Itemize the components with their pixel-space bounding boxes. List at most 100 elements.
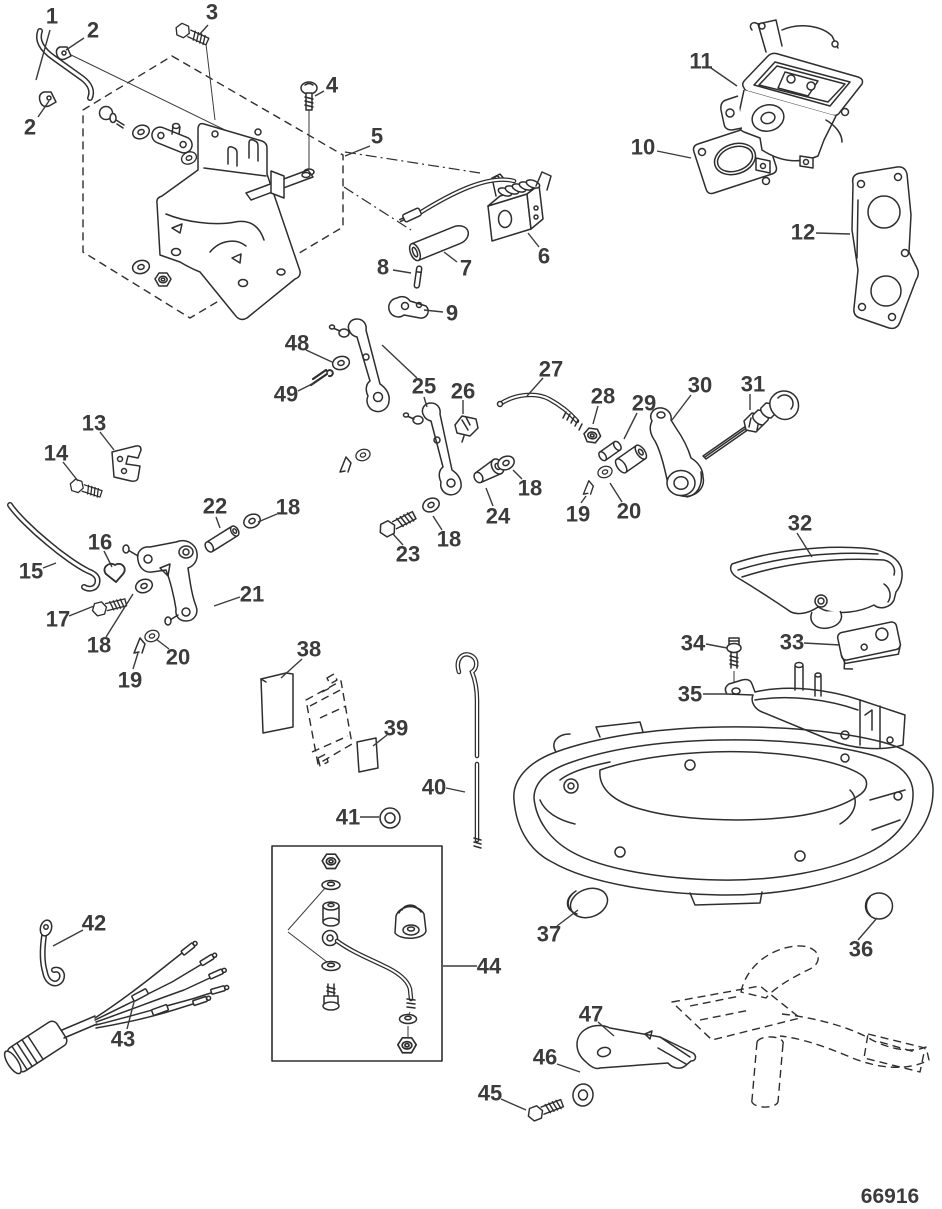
callout-number-29-34: 29: [632, 391, 656, 416]
callout-leader-17: [68, 605, 95, 617]
part-11-carburetor: [720, 19, 864, 174]
part-20-washer: [595, 463, 615, 481]
part-16-clip: [103, 562, 126, 583]
callout-leader-33: [803, 642, 841, 646]
part-18-washer: [419, 494, 443, 516]
part-23-bolt: [376, 508, 419, 540]
callout-number-17-17: 17: [46, 607, 70, 632]
callout-number-28-33: 28: [591, 384, 615, 409]
callout-leader-47: [597, 1021, 615, 1037]
callout-leader-34: [705, 643, 728, 649]
part-36-rubber-cap: [864, 892, 894, 920]
callout-leader-36: [857, 917, 878, 941]
tiller-bracket-outline: [671, 945, 930, 1108]
part-1-vent-tube: [36, 28, 95, 101]
callout-leader-24: [485, 487, 494, 507]
part-47-anchor-plate: [576, 1024, 697, 1070]
part-2-clamp: [55, 46, 72, 61]
callout-leader-48: [305, 349, 333, 363]
callout-number-36-41: 36: [849, 937, 873, 962]
callout-leader-4: [314, 90, 325, 97]
callout-number-23-24: 23: [396, 542, 420, 567]
part-28-nut: [582, 426, 603, 445]
callout-leader-20: [609, 482, 623, 503]
callout-leader-11: [710, 67, 738, 87]
part-2-clamp: [38, 91, 57, 108]
callout-number-39-44: 39: [384, 716, 408, 741]
callout-number-4-4: 4: [326, 73, 339, 98]
callout-leader-18: [432, 515, 443, 531]
part-25-lever-upper: [328, 318, 390, 413]
callout-number-6-6: 6: [538, 244, 550, 269]
part-13-bracket: [111, 445, 142, 482]
callout-leader-32: [796, 532, 813, 558]
callout-number-43-48: 43: [111, 1027, 135, 1052]
part-19-clip: [339, 456, 352, 473]
part-19-clip: [582, 480, 594, 495]
assembly-axis-line: [343, 186, 412, 231]
part-14-bolt: [67, 477, 104, 501]
assembly-axis-line: [344, 151, 481, 174]
part-31-idle-screw: [702, 390, 800, 460]
part-3-bolt: [172, 21, 211, 48]
part-18-washer: [133, 576, 155, 596]
part-32-latch-lever: [729, 546, 903, 630]
callout-number-8-8: 8: [377, 255, 389, 280]
callout-number-7-7: 7: [460, 256, 472, 281]
callout-number-32-37: 32: [788, 511, 812, 536]
callout-leader-22: [215, 516, 221, 529]
mount-bracket-assembly-box: [66, 43, 481, 319]
callout-leader-39: [372, 734, 388, 747]
part-10-gasket: [692, 123, 778, 195]
callout-number-20-20: 20: [166, 645, 190, 670]
part-21-lever: [122, 540, 198, 626]
part-25-lever-lower: [402, 402, 462, 496]
callout-number-46-51: 46: [533, 1045, 557, 1070]
callout-leader-7: [443, 251, 458, 263]
ecu-module-outline: [305, 673, 353, 767]
callout-number-9-9: 9: [446, 301, 458, 326]
callout-leader-38: [280, 658, 303, 679]
callout-number-26-31: 26: [451, 379, 475, 404]
callout-number-34-39: 34: [681, 631, 706, 656]
callout-leader-21: [213, 596, 241, 607]
part-46-washer: [572, 1083, 594, 1107]
callout-number-16-16: 16: [88, 530, 112, 555]
callout-leader-2: [65, 37, 85, 51]
callout-leader-5: [344, 145, 371, 157]
part-35-lower-bracket: [724, 661, 906, 750]
callout-number-18-23: 18: [276, 495, 300, 520]
callout-number-35-40: 35: [678, 682, 702, 707]
part-15-throttle-rod: [7, 502, 101, 592]
bottom-cowl-pan: [513, 721, 934, 906]
part-33-block: [836, 621, 902, 670]
callout-leader-46: [556, 1063, 581, 1073]
callout-number-21-21: 21: [240, 582, 264, 607]
callout-number-18-18: 18: [87, 633, 111, 658]
part-22-spacer: [204, 525, 240, 553]
callout-number-13-13: 13: [82, 411, 106, 436]
callout-number-33-38: 33: [780, 630, 804, 655]
callout-number-5-5: 5: [371, 124, 383, 149]
callout-leader-40: [445, 787, 466, 793]
callout-number-27-32: 27: [539, 357, 563, 382]
callout-number-25-30: 25: [412, 374, 436, 399]
part-29-roller: [598, 440, 648, 474]
callout-leader-15: [42, 562, 57, 569]
callout-leader-45: [500, 1098, 527, 1111]
callout-leader-49: [297, 382, 315, 392]
callout-leader-19: [132, 652, 139, 670]
callout-leader-29: [623, 412, 638, 440]
callout-leader-3: [198, 24, 209, 36]
callout-number-1-0: 1: [46, 4, 58, 29]
part-27-link-rod: [496, 392, 583, 431]
callout-number-2-1: 2: [87, 18, 99, 43]
part-19-clip: [133, 637, 146, 654]
callout-number-45-50: 45: [478, 1081, 502, 1106]
callout-leader-25: [423, 396, 428, 408]
part-45-bolt: [525, 1096, 566, 1124]
part-8-pin: [413, 265, 423, 289]
part-49-cotter-pin: [309, 368, 334, 387]
part-17-bolt: [90, 595, 128, 618]
